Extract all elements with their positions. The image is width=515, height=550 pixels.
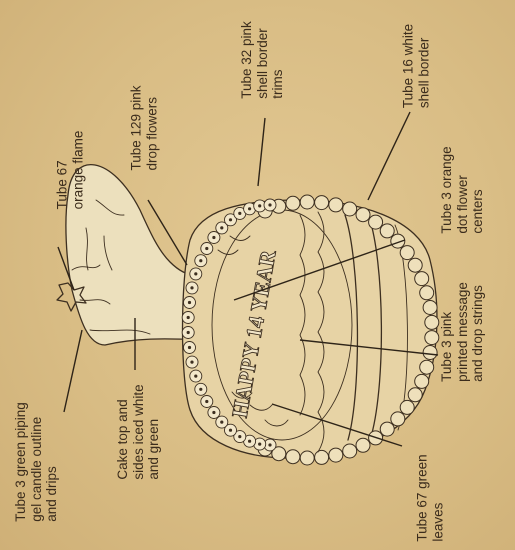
flower-center-dot [188, 301, 191, 304]
callout-line: and drop strings [470, 282, 486, 382]
callout-line: Tube 3 pink [439, 282, 455, 382]
callout-tube3-green-gel: Tube 3 green piping gel candle outline a… [13, 402, 60, 522]
shell-swirl [425, 315, 439, 329]
shell-swirl [315, 450, 329, 464]
leader-shell-border [368, 112, 410, 200]
flower-center-dot [268, 443, 271, 446]
callout-line: Cake top and [115, 384, 131, 479]
flower-center-dot [205, 247, 208, 250]
callout-line: drop flowers [144, 85, 160, 170]
callout-line: centers [470, 146, 486, 233]
shell-swirl [300, 195, 314, 209]
callout-line: sides iced white [130, 384, 146, 479]
callout-line: printed message [454, 282, 470, 382]
shell-swirl [315, 196, 329, 210]
flower-center-dot [212, 411, 215, 414]
callout-tube67-green-leaves: Tube 67 green leaves [415, 454, 446, 541]
shell-swirl [356, 208, 370, 222]
callout-line: shell border [416, 24, 432, 108]
flower-center-dot [229, 429, 232, 432]
callout-line: gel candle outline [28, 402, 44, 522]
shell-swirl [286, 450, 300, 464]
callout-line: and drips [44, 402, 60, 522]
shell-swirl [380, 422, 394, 436]
callout-line: Tube 129 pink [129, 85, 145, 170]
callout-line: shell border [254, 21, 270, 99]
shell-swirl [423, 346, 437, 360]
callout-line: trims [270, 21, 286, 99]
shell-swirl [329, 198, 343, 212]
callout-line: Tube 3 orange [439, 146, 455, 233]
shell-swirl [425, 331, 439, 345]
flower-center-dot [258, 443, 261, 446]
shell-swirl [400, 400, 414, 414]
shell-swirl [408, 388, 422, 402]
callout-tube3-orange-centers: Tube 3 orange dot flower centers [439, 146, 486, 233]
shell-swirl [300, 451, 314, 465]
callout-line: leaves [430, 454, 446, 541]
flower-center-dot [188, 346, 191, 349]
flower-center-dot [220, 226, 223, 229]
flower-center-dot [199, 259, 202, 262]
flower-center-dot [205, 400, 208, 403]
candle [66, 165, 200, 345]
callout-line: dot flower [454, 146, 470, 233]
flower-center-dot [229, 218, 232, 221]
leader-green-gel [64, 330, 82, 412]
shell-swirl [286, 196, 300, 210]
callout-line: Tube 16 white [401, 24, 417, 108]
flower-center-dot [194, 375, 197, 378]
flower-center-dot [199, 388, 202, 391]
flower-center-dot [220, 421, 223, 424]
shell-swirl [369, 215, 383, 229]
shell-swirl [415, 374, 429, 388]
flower-center-dot [268, 203, 271, 206]
shell-swirl [343, 444, 357, 458]
flower-center-dot [248, 207, 251, 210]
callout-cake-iced: Cake top and sides iced white and green [115, 384, 162, 479]
flower-center-dot [212, 236, 215, 239]
callout-tube67-flame: Tube 67 orange flame [55, 131, 86, 210]
shell-swirl [391, 412, 405, 426]
flower-center-dot [194, 272, 197, 275]
callout-tube129-drop-flowers: Tube 129 pink drop flowers [129, 85, 160, 170]
callout-line: Tube 3 green piping [13, 402, 29, 522]
callout-tube16-shell-border: Tube 16 white shell border [401, 24, 432, 108]
callout-tube32-shell-trims: Tube 32 pink shell border trims [239, 21, 286, 99]
shell-swirl [408, 258, 422, 272]
flower-center-dot [238, 212, 241, 215]
shell-swirl [356, 438, 370, 452]
flower-center-dot [238, 435, 241, 438]
flower-center-dot [248, 440, 251, 443]
callout-line: and green [146, 384, 162, 479]
callout-line: Tube 32 pink [239, 21, 255, 99]
callout-line: Tube 67 [55, 131, 71, 210]
flower-center-dot [187, 331, 190, 334]
callout-tube3-pink-message: Tube 3 pink printed message and drop str… [439, 282, 486, 382]
flower-center-dot [187, 316, 190, 319]
flower-center-dot [190, 361, 193, 364]
flower-center-dot [258, 204, 261, 207]
shell-swirl [380, 224, 394, 238]
shell-swirl [420, 360, 434, 374]
shell-swirl [423, 301, 437, 315]
shell-swirl [343, 202, 357, 216]
callout-line: Tube 67 green [415, 454, 431, 541]
shell-swirl [329, 448, 343, 462]
shell-swirl [415, 272, 429, 286]
shell-swirl [400, 246, 414, 260]
shell-swirl [420, 286, 434, 300]
callout-line: orange flame [70, 131, 86, 210]
flower-center-dot [190, 286, 193, 289]
leader-shell-trims [258, 118, 265, 186]
